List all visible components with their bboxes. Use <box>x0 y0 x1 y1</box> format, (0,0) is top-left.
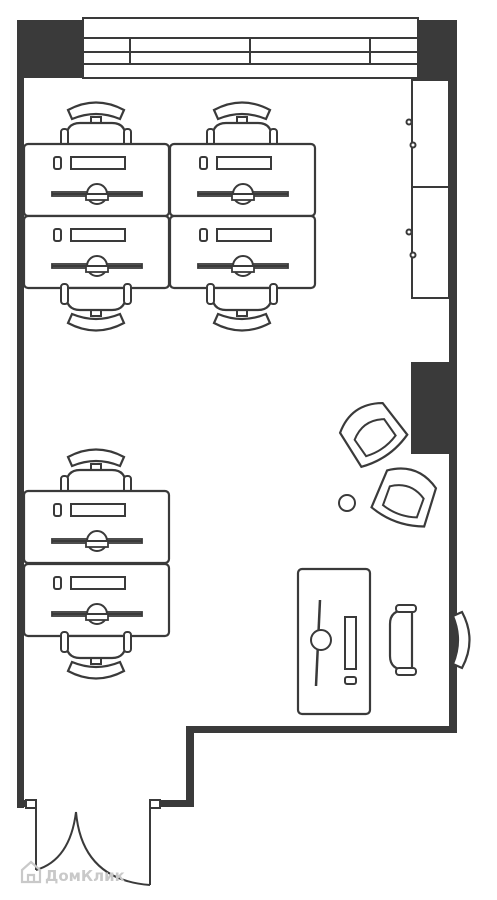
lounge <box>332 393 443 533</box>
workstation-cluster-3 <box>22 448 171 680</box>
watermark: ДомКлик <box>20 860 125 885</box>
wardrobe <box>405 79 450 299</box>
watermark-text: ДомКлик <box>45 867 125 885</box>
window-top <box>82 17 419 79</box>
workstation-cluster-2 <box>168 101 317 332</box>
manager-desk <box>296 567 471 716</box>
coffee-table <box>338 494 356 512</box>
entrance-door <box>25 799 161 886</box>
walls <box>17 20 457 808</box>
house-icon <box>20 860 42 884</box>
workstation-cluster-1 <box>22 101 171 332</box>
